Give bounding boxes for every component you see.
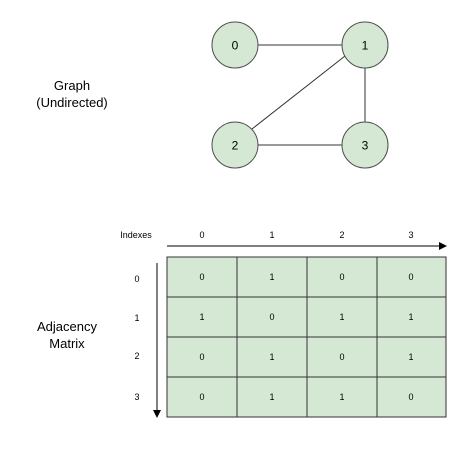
matrix-cell: 0 [199, 272, 204, 282]
matrix-cell: 0 [339, 272, 344, 282]
column-header-2: 2 [339, 230, 344, 240]
matrix-cell: 0 [339, 352, 344, 362]
graph-node-2: 2 [211, 121, 259, 169]
graph-node-0-label: 0 [232, 39, 239, 53]
matrix-cell: 1 [269, 392, 274, 402]
adjacency-matrix: 0 1 0 0 1 0 1 1 0 1 0 1 [166, 256, 447, 418]
column-header-3: 3 [408, 230, 413, 240]
matrix-caption: Adjacency Matrix [20, 318, 114, 352]
graph-edges [251, 44, 366, 146]
graph-node-1: 1 [341, 21, 389, 69]
indexes-label: Indexes [120, 230, 152, 240]
graph-caption: Graph (Undirected) [20, 77, 124, 111]
matrix-row-0: 0 1 0 0 [166, 256, 447, 298]
matrix-cell: 0 [408, 272, 413, 282]
matrix-cell: 1 [339, 392, 344, 402]
column-header-0: 0 [199, 230, 204, 240]
matrix-cell: 1 [269, 352, 274, 362]
graph-caption-line2: (Undirected) [36, 95, 108, 110]
matrix-cell: 1 [408, 312, 413, 322]
matrix-cell: 0 [199, 392, 204, 402]
matrix-cell: 1 [339, 312, 344, 322]
matrix-cell: 1 [199, 312, 204, 322]
matrix-cell: 1 [269, 272, 274, 282]
matrix-cell: 1 [408, 352, 413, 362]
row-header-1: 1 [134, 313, 139, 323]
row-header-2: 2 [134, 351, 139, 361]
graph-node-0: 0 [211, 21, 259, 69]
matrix-row-2: 0 1 0 1 [166, 336, 447, 378]
graph-node-2-label: 2 [232, 139, 239, 153]
row-header-3: 3 [134, 392, 139, 402]
row-header-0: 0 [134, 274, 139, 284]
column-headers: 0 1 2 3 [199, 230, 413, 240]
matrix-cell: 0 [408, 392, 413, 402]
edge-1-2 [251, 55, 346, 130]
graph-node-3: 3 [341, 121, 389, 169]
matrix-row-3: 0 1 1 0 [166, 376, 447, 418]
matrix-caption-line1: Adjacency [37, 319, 97, 334]
graph-caption-line1: Graph [53, 78, 91, 93]
graph-node-1-label: 1 [362, 39, 369, 53]
column-header-1: 1 [269, 230, 274, 240]
matrix-cell: 0 [199, 352, 204, 362]
graph-node-3-label: 3 [362, 139, 369, 153]
graph-nodes: 0 1 2 3 [211, 21, 389, 169]
matrix-caption-line2: Matrix [49, 336, 85, 351]
matrix-cell: 0 [269, 312, 274, 322]
row-headers: 0 1 2 3 [134, 274, 139, 402]
matrix-row-1: 1 0 1 1 [166, 296, 447, 338]
